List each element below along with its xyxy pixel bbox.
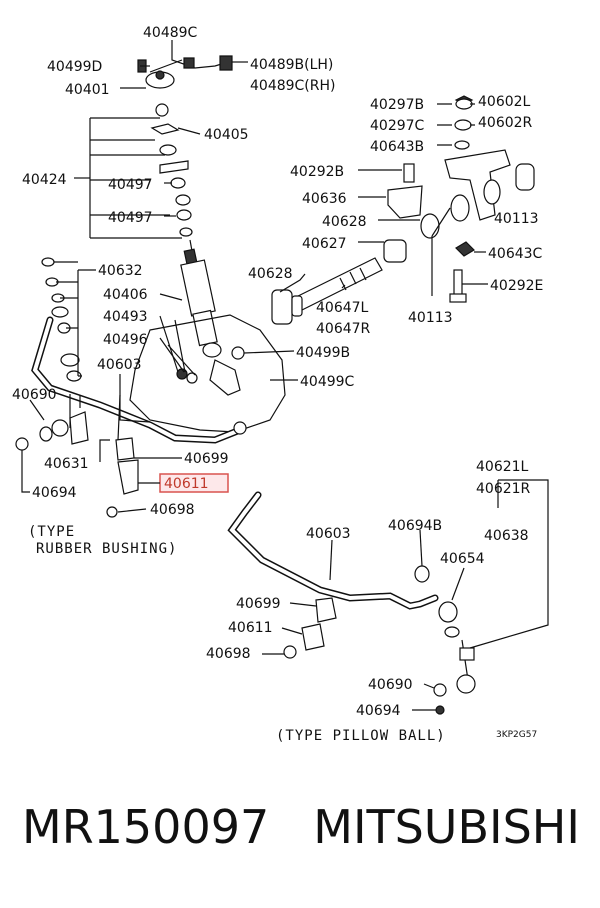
label-40628-a: 40628 [322,214,367,230]
brand-name: MITSUBISHI [313,800,580,854]
label-40401: 40401 [65,82,110,98]
label-40638: 40638 [484,528,529,544]
label-40627: 40627 [302,236,347,252]
note-rubber-line2: RUBBER BUSHING) [36,541,177,557]
label-40496: 40496 [103,332,148,348]
label-40647L: 40647L [316,300,369,316]
label-40297C: 40297C [370,118,425,134]
label-40406: 40406 [103,287,148,303]
label-40694-a: 40694 [32,485,77,501]
lower-arm [129,314,286,433]
label-40694B: 40694B [388,518,442,534]
label-40603-a: 40603 [97,357,142,373]
note-rubber-line1: (TYPE [28,524,75,540]
stabilizer-bar-pillow [227,479,549,715]
label-40690-a: 40690 [12,387,57,403]
label-40405: 40405 [204,127,249,143]
label-40602L: 40602L [478,94,531,110]
label-40499C: 40499C [300,374,355,390]
label-40631: 40631 [44,456,89,472]
part-labels: 40489C 40499D 40489B(LH) 40401 40489C(RH… [12,25,543,719]
label-40292E: 40292E [490,278,543,294]
strut-bar [271,239,407,325]
shock-absorber [180,239,222,358]
label-40694-b: 40694 [356,703,401,719]
label-40297B: 40297B [370,97,424,113]
label-40424: 40424 [22,172,67,188]
label-40499D: 40499D [47,59,102,75]
label-40497-a: 40497 [108,177,153,193]
label-40611-highlighted: 40611 [164,476,209,492]
label-40698-b: 40698 [206,646,251,662]
label-40699-b: 40699 [236,596,281,612]
type-notes: (TYPE RUBBER BUSHING) (TYPE PILLOW BALL)… [28,524,537,744]
label-40628-b: 40628 [248,266,293,282]
label-40499B: 40499B [296,345,350,361]
parts-diagram: 40489C 40499D 40489B(LH) 40401 40489C(RH… [12,25,549,744]
diagram-code: 3KP2G57 [496,730,537,740]
part-number: MR150097 [22,800,270,854]
leader-lines [21,61,488,711]
label-40611-b: 40611 [228,620,273,636]
label-40497-b: 40497 [108,210,153,226]
stabilizer-bar-rubber [15,257,247,518]
label-40698-a: 40698 [150,502,195,518]
label-40690-b: 40690 [368,677,413,693]
label-40643B: 40643B [370,139,424,155]
label-40699-a: 40699 [184,451,229,467]
label-40654: 40654 [440,551,485,567]
label-40489C-rh: 40489C(RH) [250,78,336,94]
label-40643C: 40643C [488,246,543,262]
footer-title: MR150097 MITSUBISHI [0,800,600,854]
label-40489C-top: 40489C [143,25,198,41]
label-40602R: 40602R [478,115,533,131]
label-40113-b: 40113 [408,310,453,326]
label-40632: 40632 [98,263,143,279]
label-40636: 40636 [302,191,347,207]
label-40647R: 40647R [316,321,371,337]
right-mount-bushings [387,95,535,303]
note-pillow-ball: (TYPE PILLOW BALL) [276,728,446,744]
label-40489B-lh: 40489B(LH) [250,57,333,73]
label-40113-a: 40113 [494,211,539,227]
label-40621L: 40621L [476,459,529,475]
label-40603-b: 40603 [306,526,351,542]
label-40621R: 40621R [476,481,531,497]
label-40493: 40493 [103,309,148,325]
label-40292B: 40292B [290,164,344,180]
